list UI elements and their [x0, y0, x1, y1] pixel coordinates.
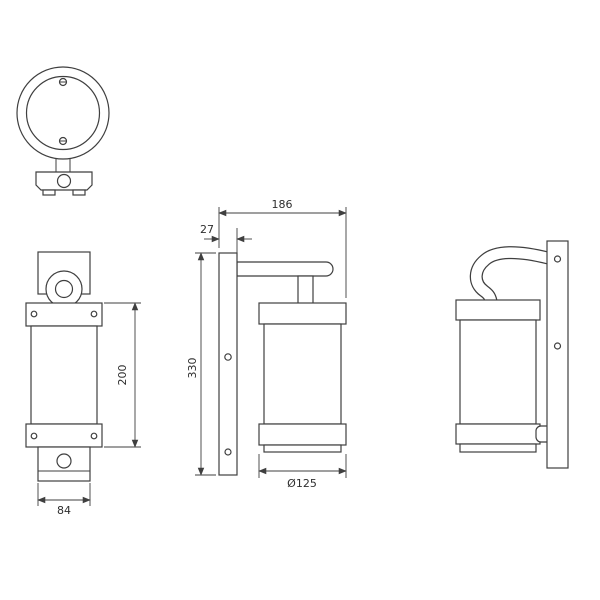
- wall-plate: [546, 240, 569, 469]
- lamp-top-band: [25, 302, 103, 327]
- lamp-bottom-band: [258, 423, 347, 446]
- dimension-84: 84: [37, 483, 91, 517]
- dimension-186: 186: [218, 198, 347, 298]
- extension-line: [218, 207, 347, 298]
- plate-screw-icon: [224, 353, 232, 361]
- dimension-200: 200: [104, 302, 141, 448]
- plate-screw-icon: [553, 342, 562, 350]
- dim-label-body-height: 200: [116, 365, 129, 386]
- dim-label-base-width: 84: [57, 504, 71, 517]
- dim-label-total-height: 330: [186, 358, 199, 379]
- side-view: [218, 252, 347, 476]
- lamp-bottom-band: [25, 423, 103, 448]
- mount-foot: [72, 189, 86, 196]
- plate-screw-icon: [224, 448, 232, 456]
- motion-sensor: [56, 453, 72, 469]
- screw-icon: [90, 310, 98, 318]
- lamp-top-inner-ring: [25, 75, 101, 151]
- glass-cylinder: [30, 325, 98, 425]
- bottom-lip: [263, 444, 342, 453]
- extension-line: [258, 454, 347, 478]
- dim-label-diameter: Ø125: [287, 477, 317, 490]
- dimension-diameter: Ø125: [258, 454, 347, 490]
- hook-arm-inner: [471, 247, 550, 303]
- perspective-view: [455, 240, 569, 469]
- screw-icon: [90, 432, 98, 440]
- dimension-330: 330: [186, 252, 216, 476]
- dimension-27: 27: [200, 223, 252, 257]
- mount-stem: [55, 158, 71, 172]
- glass-cylinder: [459, 319, 537, 425]
- lamp-top-band: [258, 302, 347, 325]
- dim-label-arm-depth: 186: [272, 198, 293, 211]
- glass-cylinder: [263, 323, 342, 425]
- wall-plate: [218, 252, 238, 476]
- bottom-lip: [459, 443, 537, 453]
- mounting-arm: [236, 261, 334, 277]
- mount-foot: [42, 189, 56, 196]
- dim-label-plate-depth: 27: [200, 223, 214, 236]
- lamp-top-band: [455, 299, 541, 321]
- mount-plate-screw-icon: [56, 173, 72, 189]
- extension-line: [37, 483, 91, 506]
- lamp-bottom-band: [455, 423, 541, 445]
- screw-icon: [30, 310, 38, 318]
- screw-icon: [30, 432, 38, 440]
- top-view: [16, 66, 110, 196]
- hook-ring-inner: [54, 279, 74, 299]
- arm-post: [297, 275, 314, 305]
- plate-screw-icon: [553, 255, 562, 263]
- front-view: [25, 251, 103, 482]
